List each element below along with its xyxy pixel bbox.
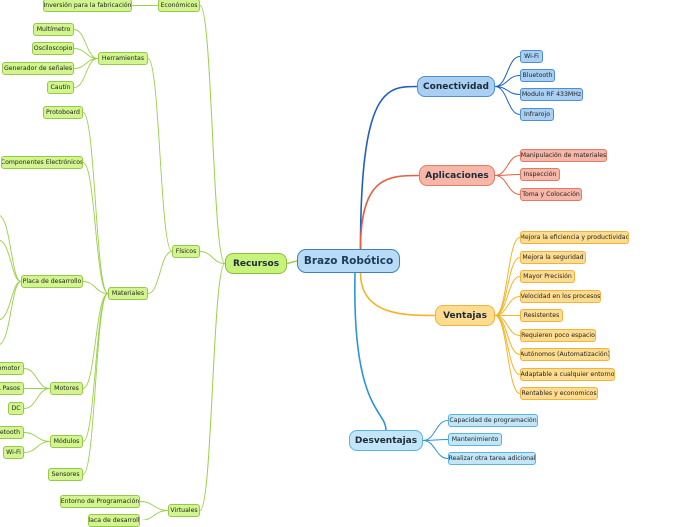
leaf-ventaja-3[interactable]: Mayor Precisión	[520, 270, 575, 283]
leaf-desventaja-2[interactable]: Mantenimiento	[448, 433, 502, 446]
leaf-inspeccion[interactable]: Inspección	[520, 168, 560, 181]
connector-line	[82, 112, 109, 294]
connector-line	[359, 272, 436, 317]
node-fisicos[interactable]: Físicos	[172, 245, 200, 258]
connector-line	[199, 5, 226, 264]
leaf-ventaja-8[interactable]: Adaptable a cualquier entorno	[520, 368, 615, 381]
node-motores[interactable]: Motores	[50, 382, 83, 395]
leaf-componentes[interactable]: Componentes Electrónicos	[1, 156, 83, 169]
leaf-desventaja-3[interactable]: Realizar otra tarea adicional	[448, 452, 536, 465]
connector-line	[494, 86, 521, 115]
connector-line	[494, 315, 521, 375]
leaf-protoboard[interactable]: Protoboard	[43, 106, 83, 119]
leaf-a-pasos[interactable]: A Pasos	[0, 382, 24, 395]
leaf-modulo-rf[interactable]: Modulo RF 433MHz	[520, 88, 583, 101]
connector-line	[199, 263, 226, 511]
leaf-toma-colocacion[interactable]: Toma y Colocación	[520, 188, 582, 201]
connector-line	[422, 420, 449, 441]
connector-line	[494, 296, 521, 316]
connector-line	[147, 58, 173, 252]
leaf-manipulacion[interactable]: Manipulación de materiales	[520, 149, 607, 162]
connector-line	[82, 293, 109, 389]
connector-line	[23, 368, 51, 389]
connector-line	[286, 260, 298, 265]
leaf-multimetro[interactable]: Multímetro	[33, 23, 74, 36]
connector-line	[23, 441, 51, 453]
connector-line	[23, 388, 51, 409]
connector-line	[494, 237, 521, 316]
connector-line	[0, 240, 22, 282]
connector-line	[82, 293, 109, 475]
connector-line	[23, 432, 51, 442]
node-placa-desarrollo[interactable]: Placa de desarrollo	[21, 275, 83, 288]
connector-line	[359, 85, 418, 250]
connector-line	[354, 272, 387, 431]
leaf-virtual-placa[interactable]: Placa de desarrollo	[88, 514, 140, 527]
connector-line	[494, 175, 521, 195]
leaf-ventaja-1[interactable]: Mejora la eficiencia y productividad	[520, 231, 629, 244]
connector-line	[82, 281, 109, 294]
leaf-ventaja-2[interactable]: Mejora la seguridad	[520, 251, 586, 264]
leaf-dc[interactable]: DC	[8, 402, 24, 415]
leaf-sensores[interactable]: Sensores	[48, 468, 83, 481]
connector-line	[494, 75, 521, 87]
connector-line	[73, 29, 99, 59]
connector-line	[147, 251, 173, 294]
leaf-modulo-wifi[interactable]: Wi-Fi	[3, 446, 24, 459]
leaf-inversion[interactable]: Inversión para la fabricación	[43, 0, 132, 12]
node-herramientas[interactable]: Herramientas	[98, 52, 148, 65]
connector-line	[140, 510, 169, 520]
connector-line	[73, 58, 99, 88]
leaf-infrarojo[interactable]: Infrarojo	[520, 108, 554, 121]
leaf-cautin[interactable]: Cautín	[47, 81, 74, 94]
node-modulos[interactable]: Módulos	[50, 435, 83, 448]
connector-line	[82, 162, 109, 294]
root-node[interactable]: Brazo Robótico	[297, 249, 400, 273]
leaf-ventaja-6[interactable]: Requieren poco espacio	[520, 329, 596, 342]
node-virtuales[interactable]: Virtuales	[168, 504, 200, 517]
branch-conectividad[interactable]: Conectividad	[417, 76, 495, 97]
leaf-bluetooth[interactable]: Bluetooth	[520, 69, 555, 82]
leaf-osciloscopio[interactable]: Osciloscopio	[32, 42, 74, 55]
leaf-ventaja-7[interactable]: Autónomos (Automatización)	[520, 348, 610, 361]
connector-line	[494, 56, 521, 87]
connector-line	[494, 155, 521, 176]
leaf-servomotor[interactable]: Servomotor	[0, 362, 24, 375]
connector-line	[494, 276, 521, 316]
branch-recursos[interactable]: Recursos	[225, 253, 287, 274]
connector-line	[0, 215, 22, 282]
leaf-modulo-bluetooth[interactable]: Bluetooth	[0, 426, 24, 439]
leaf-ventaja-9[interactable]: Rentables y economicos	[520, 387, 598, 400]
connector-line	[139, 501, 169, 511]
branch-aplicaciones[interactable]: Aplicaciones	[419, 165, 495, 186]
connector-line	[199, 251, 226, 264]
leaf-desventaja-1[interactable]: Capacidad de programación	[448, 414, 538, 427]
connector-line	[422, 440, 449, 459]
leaf-generador[interactable]: Generador de señales	[2, 62, 74, 75]
connector-line	[494, 315, 521, 394]
leaf-ventaja-4[interactable]: Velocidad en los procesos	[520, 290, 601, 303]
branch-desventajas[interactable]: Desventajas	[349, 430, 423, 451]
connector-line	[73, 48, 99, 59]
leaf-ventaja-5[interactable]: Resistentes	[520, 309, 563, 322]
branch-ventajas[interactable]: Ventajas	[435, 305, 495, 326]
connector-line	[359, 174, 420, 250]
node-materiales[interactable]: Materiales	[108, 287, 148, 300]
connector-line	[0, 281, 22, 345]
leaf-wifi[interactable]: Wi-Fi	[520, 50, 543, 63]
connector-line	[82, 293, 109, 442]
node-economicos[interactable]: Económicos	[158, 0, 200, 12]
leaf-entorno-programacion[interactable]: Entorno de Programación	[60, 495, 140, 508]
